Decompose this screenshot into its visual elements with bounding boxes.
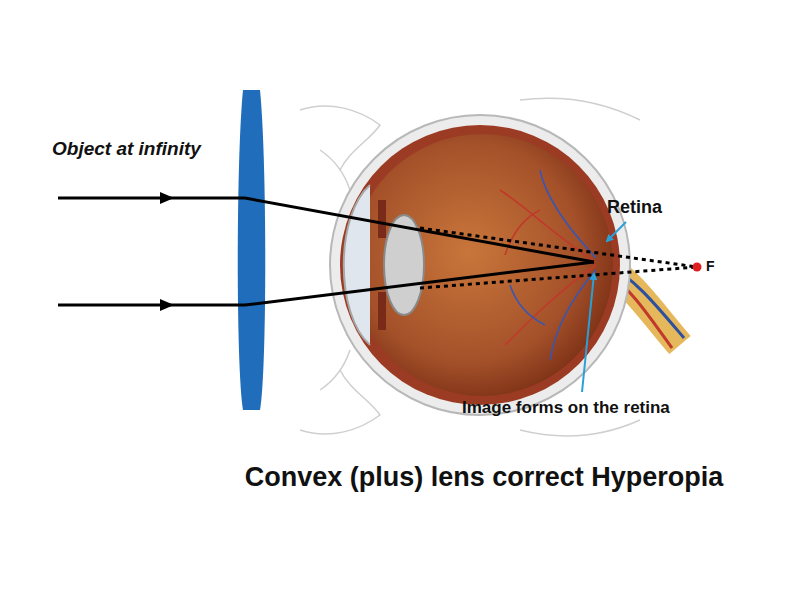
leader-arrow <box>607 222 626 241</box>
convex-lens <box>238 90 266 410</box>
sclera <box>330 115 630 415</box>
object-label: Object at infinity <box>52 138 201 160</box>
image-label: Image forms on the retina <box>462 398 670 418</box>
leader-arrow <box>582 274 594 392</box>
light-ray <box>58 198 594 305</box>
ray-arrowhead <box>160 192 174 204</box>
part-label: Retina <box>607 197 662 218</box>
cornea <box>344 185 370 345</box>
focal-label: F <box>706 258 715 274</box>
caption: Convex (plus) lens correct Hyperopia <box>245 462 724 493</box>
eyelid-outline <box>300 98 640 436</box>
focal-point <box>693 263 702 272</box>
iris <box>378 200 386 238</box>
dotted-ray <box>420 228 697 288</box>
